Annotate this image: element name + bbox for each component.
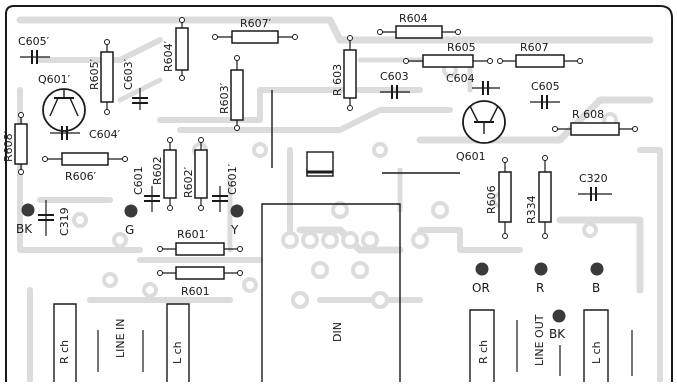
resistor-r602 [163, 137, 177, 211]
label-r603: R 603 [331, 64, 344, 96]
din-ic [306, 151, 334, 177]
label-r604: R604 [399, 12, 428, 25]
resistor-r607-prime [212, 30, 298, 44]
label-q601-prime: Q601′ [38, 73, 71, 86]
label-r605-prime: R605′ [88, 58, 101, 90]
resistor-r607 [497, 54, 583, 68]
copper-traces [16, 16, 663, 383]
terminal-g: G [125, 223, 134, 237]
capacitor-c604-prime [50, 126, 80, 140]
resistor-r608 [552, 122, 638, 136]
label-r605: R605 [447, 41, 476, 54]
board-outline [5, 5, 673, 382]
label-r604-prime: R604′ [162, 40, 175, 72]
pad-bk-left [21, 203, 35, 217]
resistor-r602-prime [194, 137, 208, 211]
capacitor-c604 [472, 81, 500, 95]
pad-b [590, 262, 604, 276]
label-r606: R606 [485, 185, 498, 214]
pad-bk-right [552, 309, 566, 323]
label-r601-prime: R601′ [177, 228, 209, 241]
label-r607-prime: R607′ [240, 17, 272, 30]
capacitor-c601-prime [212, 186, 228, 212]
pad-r [534, 262, 548, 276]
label-q601: Q601 [456, 150, 486, 163]
capacitor-c320 [578, 187, 612, 201]
label-rch-left: R ch [58, 340, 71, 364]
connector-lch-right [583, 309, 609, 382]
label-c601-prime: C601′ [226, 163, 239, 195]
resistor-r603 [343, 35, 357, 111]
label-r606-prime: R606′ [65, 170, 97, 183]
label-c604: C604 [446, 72, 475, 85]
resistor-r608-prime [14, 112, 28, 175]
label-r607: R607 [520, 41, 549, 54]
connector-rch-left [53, 303, 77, 382]
capacitor-c603 [380, 85, 410, 99]
connector-lch-left [166, 303, 190, 382]
pad-or [475, 262, 489, 276]
label-r602-prime: R602′ [182, 166, 195, 198]
label-c605: C605 [531, 80, 560, 93]
terminal-bk-right: BK [549, 327, 566, 341]
connector-rch-right [469, 309, 495, 382]
capacitor-c601 [144, 186, 160, 212]
label-r603-prime: R603′ [218, 82, 231, 114]
resistor-r603-prime [230, 55, 244, 131]
resistor-r604 [377, 25, 461, 39]
terminal-bk-left: BK [16, 222, 33, 236]
label-din: DIN [331, 322, 344, 342]
label-rch-right: R ch [477, 340, 490, 364]
label-lch-right: L ch [590, 341, 603, 364]
resistor-r334 [538, 155, 552, 239]
resistor-r605-prime [100, 39, 114, 115]
label-line-out: LINE OUT [533, 314, 546, 366]
resistor-r601 [157, 266, 243, 280]
label-r602: R602 [151, 156, 164, 185]
transistor-q601-prime [42, 88, 86, 132]
transistor-q601 [462, 100, 506, 144]
terminal-or: OR [472, 281, 490, 295]
label-r608-prime: R608′ [2, 130, 15, 162]
capacitor-c605-prime [20, 50, 50, 64]
pad-g [124, 204, 138, 218]
din-connector-frame [261, 203, 401, 382]
terminal-y: Y [230, 223, 239, 237]
label-r601: R601 [181, 285, 210, 298]
label-r334: R334 [525, 195, 538, 224]
resistor-r606 [498, 157, 512, 239]
label-c320: C320 [579, 172, 608, 185]
resistor-r604-prime [175, 17, 189, 81]
label-r608: R 608 [572, 108, 604, 121]
capacitor-c603-prime [132, 88, 148, 110]
label-c604-prime: C604′ [89, 128, 121, 141]
pad-y [230, 204, 244, 218]
resistor-r606-prime [42, 152, 128, 166]
label-c319: C319 [58, 207, 71, 236]
label-line-in: LINE IN [114, 318, 127, 358]
resistor-r601-prime [157, 242, 243, 256]
terminal-b: B [592, 281, 600, 295]
label-lch-left: L ch [171, 341, 184, 364]
label-c605-prime: C605′ [18, 35, 50, 48]
resistor-r605 [403, 54, 493, 68]
label-c603-prime: C603′ [122, 58, 135, 90]
label-c603: C603 [380, 70, 409, 83]
terminal-r: R [536, 281, 544, 295]
capacitor-c319 [38, 200, 54, 236]
capacitor-c605 [530, 95, 560, 109]
label-c601: C601 [132, 166, 145, 195]
